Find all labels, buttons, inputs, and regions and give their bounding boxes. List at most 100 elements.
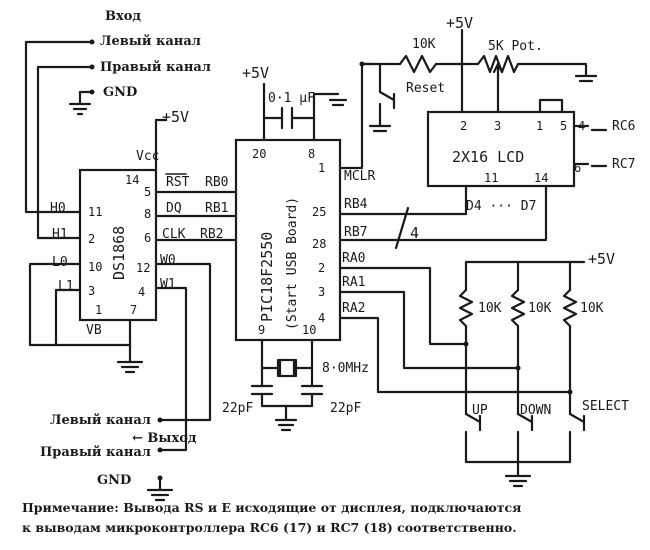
ds-w1-num: 4	[138, 285, 145, 299]
ds-rst: RST	[166, 175, 190, 190]
pot-5k	[460, 54, 588, 78]
pic-label-2: (Start USB Board)	[285, 197, 300, 330]
ds-clk: CLK	[162, 227, 186, 242]
lcd-rc7: RC7	[612, 157, 635, 172]
cap-22pf	[250, 384, 324, 396]
resistor-top-label: 10K	[412, 37, 436, 52]
wire-w1-out	[154, 286, 188, 452]
button-select-label: SELECT	[582, 399, 629, 414]
note-line-2: к выводам микроконтроллера RC6 (17) и RC…	[22, 520, 517, 535]
wire-l0-gnd	[28, 262, 132, 347]
cap22-left-label: 22pF	[222, 401, 253, 416]
ds-plus5v: +5V	[162, 108, 189, 126]
lcd-p11: 11	[484, 171, 498, 185]
gnd-symbol-out	[146, 488, 174, 502]
cap-01uf	[280, 106, 294, 130]
pic-rb1: RB1	[205, 201, 228, 216]
pullup-2-label: 10K	[528, 301, 552, 316]
lcd-p2: 2	[460, 119, 467, 133]
pic-ra0-num: 2	[318, 261, 325, 275]
pullup-2	[510, 288, 526, 370]
lcd-label: 2X16 LCD	[452, 148, 524, 166]
pic-p10: 10	[302, 323, 316, 337]
ds-vcc: Vcc	[136, 149, 159, 164]
lcd-rc6: RC6	[612, 119, 635, 134]
wire-gnd-in	[78, 90, 94, 106]
wire-l1-gnd	[54, 288, 82, 347]
pic-rb0: RB0	[205, 175, 228, 190]
ds-l0-num: 10	[88, 260, 102, 274]
reset-label: Reset	[406, 81, 445, 96]
ds-vb-num: 7	[130, 303, 137, 317]
button-select	[568, 412, 586, 432]
ds1868-chip	[78, 168, 158, 322]
output-right-channel: Правый канал	[40, 445, 151, 460]
ds-rst-num: 5	[144, 185, 151, 199]
ds-vb: VB	[86, 323, 102, 338]
button-down-label: DOWN	[520, 403, 551, 418]
lcd-p1: 1	[536, 119, 543, 133]
gnd-symbol-xtal	[274, 418, 298, 432]
button-down	[516, 412, 534, 432]
wire-mclr	[338, 62, 402, 170]
pic-plus5v: +5V	[242, 64, 269, 82]
pot-label: 5K Pot.	[488, 39, 543, 54]
resistor-10k	[398, 54, 464, 74]
lcd-data-bus: D4 ··· D7	[466, 199, 536, 214]
wire-bus-rb4	[338, 184, 468, 216]
pic-rb4: RB4	[344, 197, 368, 212]
output-arrow: ← Выход	[132, 431, 197, 446]
pic-rb2: RB2	[200, 227, 223, 242]
pullup-1-label: 10K	[478, 301, 502, 316]
pullup-3-label: 10K	[580, 301, 604, 316]
gnd-symbol-in	[68, 102, 92, 116]
lcd-p5: 5	[560, 119, 567, 133]
input-heading: Вход	[105, 9, 141, 24]
ds-dq-num: 8	[144, 207, 151, 221]
cap22-right-label: 22pF	[330, 401, 361, 416]
lcd-p3: 3	[494, 119, 501, 133]
gnd-symbol-buttons	[504, 474, 532, 488]
ds-h0-num: 11	[88, 205, 102, 219]
ds-w1: W1	[160, 277, 176, 292]
pic-ra1-num: 3	[318, 285, 325, 299]
wire-bus-rb7	[338, 184, 548, 242]
gnd-symbol-cap	[328, 98, 348, 107]
pic-rb4-num: 25	[312, 205, 326, 219]
pic-p20: 20	[252, 147, 266, 161]
pic-rb7-num: 28	[312, 237, 326, 251]
crystal	[278, 358, 296, 378]
crystal-label: 8·0MHz	[322, 361, 369, 376]
input-gnd: GND	[103, 85, 137, 100]
ds-gnd-num: 1	[95, 303, 102, 317]
bus-width: 4	[410, 224, 419, 242]
gnd-symbol-ds	[116, 360, 144, 374]
wire-right-in	[36, 65, 94, 240]
wire-ra2	[338, 316, 572, 394]
bus-slash	[394, 206, 410, 250]
ds-l1: L1	[58, 279, 74, 294]
output-gnd: GND	[97, 473, 131, 488]
ds-h1: H1	[52, 227, 68, 242]
cap-01uf-label: 0·1 μF	[268, 91, 315, 106]
top-plus5v: +5V	[446, 14, 473, 32]
pic-p8: 8	[308, 147, 315, 161]
pic-p1: 1	[318, 161, 325, 175]
ds-vcc-num: 14	[125, 173, 139, 187]
ds-clk-num: 6	[144, 231, 151, 245]
ds-h0: H0	[50, 201, 66, 216]
lcd-p6: 6	[574, 161, 581, 175]
wire-ra1	[338, 290, 520, 370]
pic-p9: 9	[258, 323, 265, 337]
ds-h1-num: 2	[88, 232, 95, 246]
reset-switch	[378, 90, 396, 110]
button-up-label: UP	[472, 403, 488, 418]
wire-ra0	[338, 266, 468, 346]
note-line-1: Примечание: Вывода RS и E исходящие от д…	[22, 500, 521, 515]
gnd-symbol-pot	[574, 74, 598, 83]
lcd-module	[426, 110, 576, 188]
pic-mclr: MCLR	[344, 169, 375, 184]
output-left-channel: Левый канал	[50, 413, 151, 428]
ds-w0: W0	[160, 253, 176, 268]
